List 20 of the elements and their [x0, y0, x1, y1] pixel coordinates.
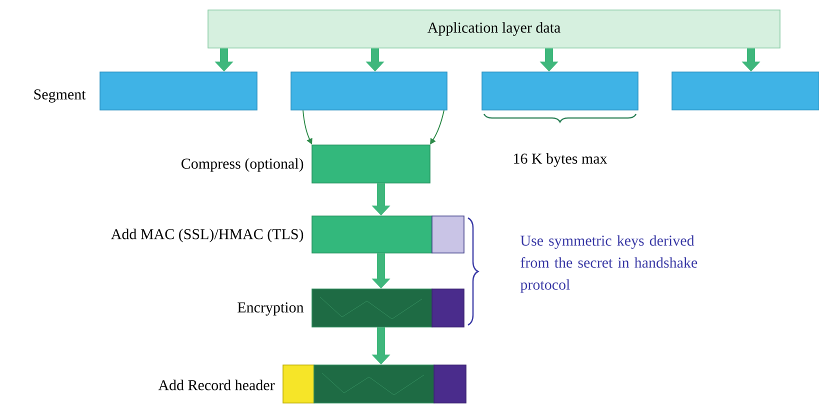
segment-box: [672, 72, 819, 110]
step-label: Encryption: [238, 302, 304, 316]
segment-box: [482, 72, 638, 110]
encrypted-data-block: [312, 288, 432, 328]
step-label: Compress (optional): [182, 158, 304, 172]
step-label: Add Record header: [158, 380, 275, 390]
compress-box: [312, 144, 430, 184]
application-data-box: Application layer data: [208, 10, 780, 48]
data-block: [312, 216, 432, 254]
segment-box: [290, 72, 448, 110]
encrypted-mac-block: [434, 364, 466, 404]
header-block: [282, 364, 314, 404]
step-label: Add MAC (SSL)/HMAC (TLS): [111, 228, 304, 242]
size-note: 16 K bytes max: [514, 153, 608, 167]
note-text: Use symmetric keys derived from the secret in handshake protocol: [520, 235, 698, 293]
mac-block: [432, 216, 464, 254]
row-label: Segment: [34, 89, 86, 103]
encrypted-mac-block: [432, 288, 464, 328]
encrypted-data-block: [314, 364, 434, 404]
segment-box: [100, 72, 258, 110]
